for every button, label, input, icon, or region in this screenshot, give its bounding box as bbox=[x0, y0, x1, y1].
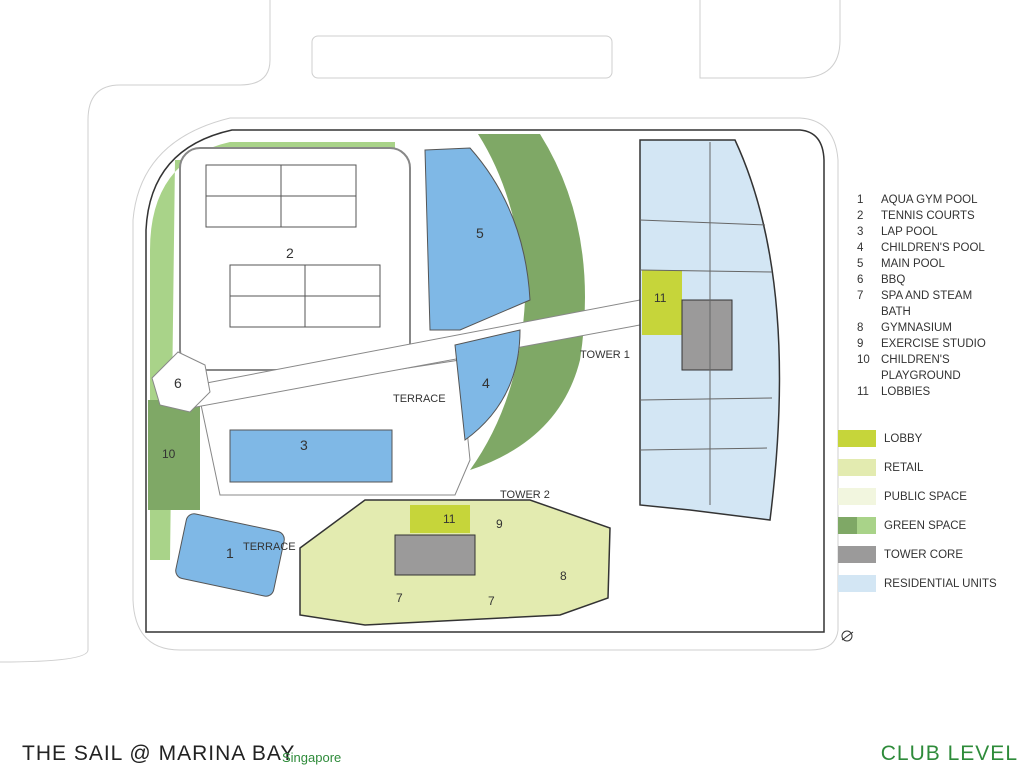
label-lobby-t2: 11 bbox=[443, 512, 456, 526]
label-gym: 8 bbox=[560, 569, 567, 583]
tower1-lobby bbox=[642, 270, 682, 335]
childrens-pool bbox=[454, 329, 521, 441]
tower2-core bbox=[394, 534, 476, 576]
label-exercise: 9 bbox=[496, 517, 503, 531]
lap-pool bbox=[229, 429, 393, 483]
label-terrace-upper: TERRACE bbox=[393, 393, 446, 405]
bbq-pavilion bbox=[151, 351, 211, 413]
green-space-playground bbox=[148, 400, 200, 510]
label-tennis: 2 bbox=[286, 245, 294, 261]
key-row-core: TOWER CORE bbox=[838, 540, 997, 569]
label-aqua-gym: 1 bbox=[226, 545, 234, 561]
label-bbq: 6 bbox=[174, 375, 182, 391]
label-spa-a: 7 bbox=[396, 591, 403, 605]
label-childrens-pool: 4 bbox=[482, 375, 490, 391]
tower2-lobby bbox=[410, 505, 470, 533]
key-row-green: GREEN SPACE bbox=[838, 511, 997, 540]
main-pool bbox=[424, 147, 531, 331]
label-lobby-t1: 11 bbox=[654, 291, 667, 305]
green-space-arc bbox=[470, 134, 585, 470]
label-lap-pool: 3 bbox=[300, 437, 308, 453]
swatch-core bbox=[838, 546, 876, 563]
label-tower1: TOWER 1 bbox=[580, 349, 630, 361]
label-main-pool: 5 bbox=[476, 225, 484, 241]
label-tower2: TOWER 2 bbox=[500, 489, 550, 501]
project-title: THE SAIL @ MARINA BAY bbox=[22, 742, 296, 765]
label-terrace-lower: TERRACE bbox=[243, 541, 296, 553]
label-spa-b: 7 bbox=[488, 594, 495, 608]
label-playground: 10 bbox=[162, 447, 176, 461]
street-outlines bbox=[0, 0, 841, 663]
key-row-retail: RETAIL bbox=[838, 453, 997, 482]
green-space-west bbox=[150, 142, 395, 560]
key-row-residential: RESIDENTIAL UNITS bbox=[838, 569, 997, 598]
key-row-lobby: LOBBY bbox=[838, 424, 997, 453]
tennis-courts bbox=[179, 147, 411, 371]
color-key: LOBBY RETAIL PUBLIC SPACE GREEN SPACE TO… bbox=[838, 424, 997, 598]
floor-level: CLUB LEVEL bbox=[880, 742, 1018, 765]
swatch-retail bbox=[838, 459, 876, 476]
swatch-public bbox=[838, 488, 876, 505]
key-row-public: PUBLIC SPACE bbox=[838, 482, 997, 511]
aqua-gym-pool bbox=[175, 513, 285, 597]
north-arrow-icon bbox=[841, 630, 854, 642]
project-location: Singapore bbox=[282, 750, 342, 765]
swatch-residential bbox=[838, 575, 876, 592]
tower1-core bbox=[681, 299, 733, 371]
swatch-lobby bbox=[838, 430, 876, 447]
swatch-green bbox=[838, 517, 876, 534]
